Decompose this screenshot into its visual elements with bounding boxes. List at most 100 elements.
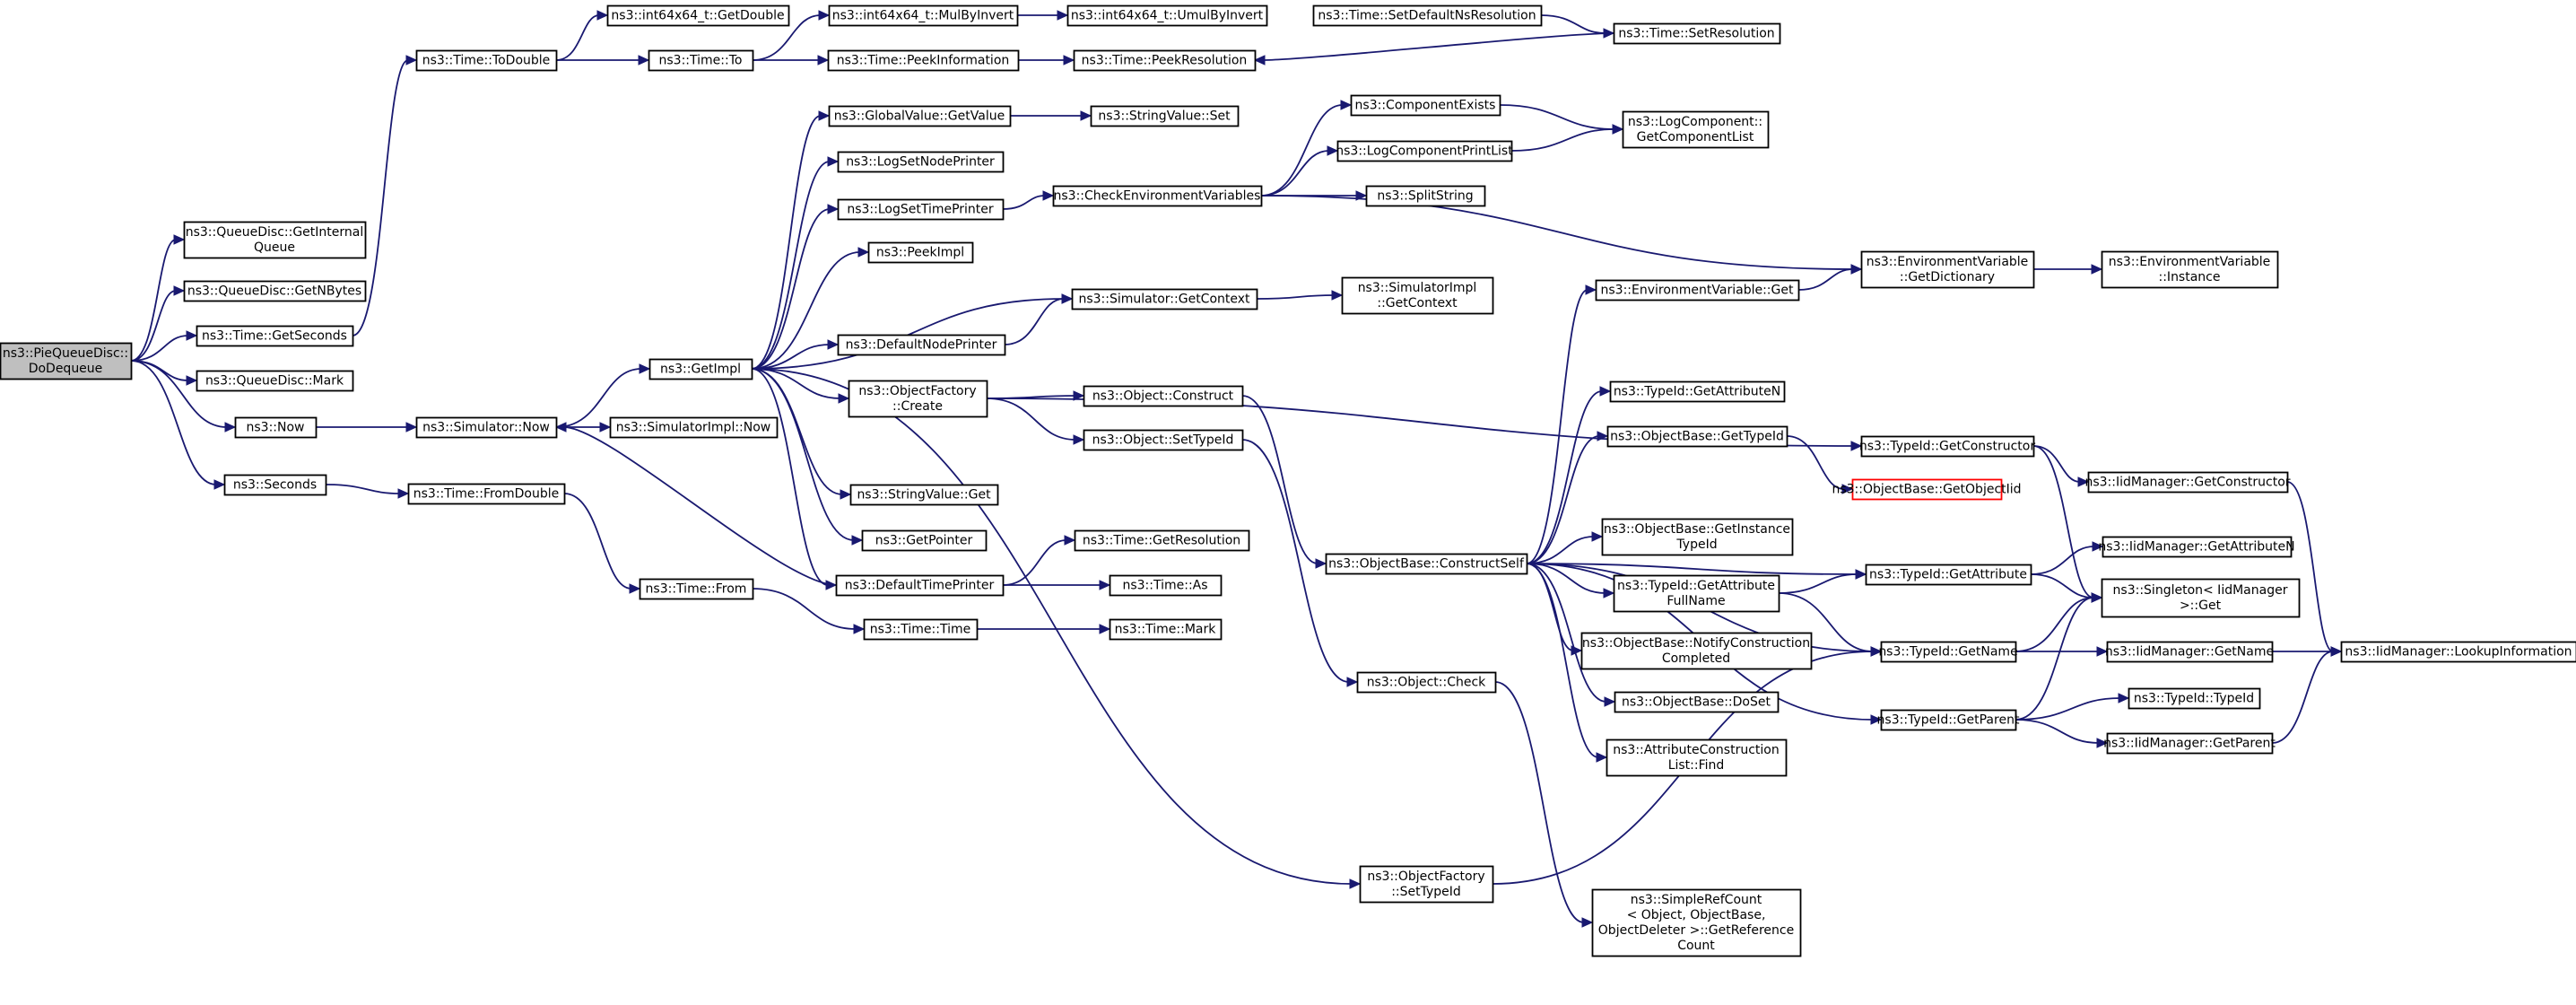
node-box: [1851, 478, 2003, 501]
node-setResolution[interactable]: ns3::Time::SetResolution: [1613, 22, 1781, 45]
node-objectBaseDoSet[interactable]: ns3::ObjectBase::DoSet: [1614, 691, 1780, 713]
node-objectFactorySetTypeId[interactable]: ns3::ObjectFactory::SetTypeId: [1359, 865, 1494, 904]
node-peekResolution[interactable]: ns3::Time::PeekResolution: [1073, 49, 1257, 72]
node-peekInformation[interactable]: ns3::Time::PeekInformation: [827, 49, 1020, 72]
edge-mulByInvert-to-umulByInvert: [1017, 10, 1069, 21]
node-typeIdGetAttributeN[interactable]: ns3::TypeId::GetAttributeN: [1609, 380, 1786, 403]
node-objectConstruct[interactable]: ns3::Object::Construct: [1083, 385, 1244, 407]
node-box: [1336, 140, 1513, 162]
node-mulByInvert[interactable]: ns3::int64x64_t::MulByInvert: [828, 4, 1019, 27]
node-qdMark[interactable]: ns3::QueueDisc::Mark: [196, 370, 354, 392]
node-objectSetTypeId[interactable]: ns3::Object::SetTypeId: [1083, 429, 1244, 451]
node-splitString[interactable]: ns3::SplitString: [1365, 185, 1486, 207]
node-typeIdTypeId[interactable]: ns3::TypeId::TypeId: [2128, 687, 2261, 710]
node-defaultTimePrinter[interactable]: ns3::DefaultTimePrinter: [835, 574, 1005, 597]
node-stringValueSet[interactable]: ns3::StringValue::Set: [1090, 105, 1240, 127]
node-label: ns3::LogSetTimePrinter: [847, 203, 994, 217]
node-setDefaultNsRes[interactable]: ns3::Time::SetDefaultNsResolution: [1312, 4, 1543, 27]
node-logComponentPrintList[interactable]: ns3::LogComponentPrintList: [1336, 140, 1513, 162]
node-singletonGet[interactable]: ns3::Singleton< IidManager>::Get: [2101, 578, 2301, 618]
node-envVarInstance[interactable]: ns3::EnvironmentVariable::Instance: [2101, 250, 2279, 289]
node-int64GetDouble[interactable]: ns3::int64x64_t::GetDouble: [606, 4, 790, 27]
node-objectCheck[interactable]: ns3::Object::Check: [1356, 671, 1497, 694]
node-globalValueGetValue[interactable]: ns3::GlobalValue::GetValue: [828, 105, 1012, 127]
node-simImplGetContext[interactable]: ns3::SimulatorImpl::GetContext: [1341, 276, 1494, 315]
node-simImplNow[interactable]: ns3::SimulatorImpl::Now: [609, 416, 779, 439]
node-timeGetResolution[interactable]: ns3::Time::GetResolution: [1074, 529, 1250, 552]
node-getPointer[interactable]: ns3::GetPointer: [861, 529, 988, 552]
node-typeIdGetName[interactable]: ns3::TypeId::GetName: [1878, 641, 2018, 663]
node-simulatorNow[interactable]: ns3::Simulator::Now: [415, 416, 558, 439]
node-label: DoDequeue: [29, 362, 103, 376]
node-getImpl[interactable]: ns3::GetImpl: [648, 358, 753, 380]
node-root[interactable]: ns3::PieQueueDisc::DoDequeue: [0, 342, 133, 380]
node-iidGetConstructor[interactable]: ns3::IidManager::GetConstructor: [2084, 471, 2291, 494]
node-layer: ns3::PieQueueDisc::DoDequeuens3::QueueDi…: [0, 4, 2576, 957]
node-timeTo[interactable]: ns3::Time::To: [648, 49, 754, 72]
node-getNBytes[interactable]: ns3::QueueDisc::GetNBytes: [183, 280, 367, 302]
edge-timeFromDouble-to-timeFrom: [563, 493, 641, 594]
node-box: [415, 416, 558, 439]
node-iidGetAttributeN[interactable]: ns3::IidManager::GetAttributeN: [2098, 536, 2295, 558]
node-label: ns3::GetPointer: [875, 534, 973, 548]
node-label: ns3::Time::SetDefaultNsResolution: [1318, 9, 1536, 23]
node-iidGetName[interactable]: ns3::IidManager::GetName: [2105, 641, 2274, 663]
node-stringValueGet[interactable]: ns3::StringValue::Get: [849, 484, 999, 506]
node-logSetNodePrinter[interactable]: ns3::LogSetNodePrinter: [837, 151, 1005, 173]
node-toDouble[interactable]: ns3::Time::ToDouble: [415, 49, 558, 72]
node-defaultNodePrinter[interactable]: ns3::DefaultNodePrinter: [837, 334, 1006, 356]
node-label: ns3::StringValue::Get: [857, 488, 991, 502]
node-peekImpl[interactable]: ns3::PeekImpl: [867, 241, 974, 264]
node-objectFactoryCreate[interactable]: ns3::ObjectFactory::Create: [848, 380, 988, 418]
node-box: [835, 574, 1005, 597]
node-typeIdGetParent[interactable]: ns3::TypeId::GetParent: [1877, 709, 2020, 731]
node-lookupInformation[interactable]: ns3::IidManager::LookupInformation: [2340, 641, 2576, 663]
edge-root-to-getInternalQueue: [130, 234, 186, 362]
edge-layer: [130, 10, 2343, 928]
node-logComponentGetList[interactable]: ns3::LogComponent::GetComponentList: [1622, 110, 1770, 149]
node-typeIdGetAttribute[interactable]: ns3::TypeId::GetAttribute: [1865, 564, 2032, 586]
node-box: [1090, 105, 1240, 127]
node-timeFrom[interactable]: ns3::Time::From: [639, 578, 754, 600]
node-box: [1083, 429, 1244, 451]
node-checkEnvVars[interactable]: ns3::CheckEnvironmentVariables: [1052, 185, 1263, 207]
node-constructSelf[interactable]: ns3::ObjectBase::ConstructSelf: [1325, 553, 1528, 575]
node-now[interactable]: ns3::Now: [234, 416, 318, 439]
node-timeFromDouble[interactable]: ns3::Time::FromDouble: [407, 483, 566, 505]
node-typeIdGetConstructor[interactable]: ns3::TypeId::GetConstructor: [1859, 435, 2035, 458]
node-timeAs[interactable]: ns3::Time::As: [1109, 574, 1223, 597]
node-getReferenceCount[interactable]: ns3::SimpleRefCount< Object, ObjectBase,…: [1591, 888, 1802, 957]
node-objectBaseGetTypeId[interactable]: ns3::ObjectBase::GetTypeId: [1606, 425, 1788, 448]
node-envVarGet[interactable]: ns3::EnvironmentVariable::Get: [1595, 279, 1800, 302]
node-label: >::Get: [2180, 599, 2222, 613]
node-label: ns3::QueueDisc::GetInternal: [186, 225, 364, 240]
node-label: ns3::EnvironmentVariable::Get: [1601, 284, 1794, 298]
node-seconds[interactable]: ns3::Seconds: [223, 474, 327, 496]
node-label: ns3::QueueDisc::GetNBytes: [187, 284, 361, 299]
node-label: ns3::Time::From: [646, 582, 747, 597]
node-box: [2101, 578, 2301, 618]
node-iidGetParent[interactable]: ns3::IidManager::GetParent: [2103, 732, 2276, 755]
node-label: ns3::ObjectFactory: [1367, 870, 1484, 884]
node-timeTime[interactable]: ns3::Time::Time: [863, 618, 979, 641]
edge-defaultTimePrinter-to-timeAs: [1003, 580, 1111, 590]
node-timeMark[interactable]: ns3::Time::Mark: [1109, 618, 1223, 641]
node-logSetTimePrinter[interactable]: ns3::LogSetTimePrinter: [837, 198, 1005, 221]
node-envVarGetDictionary[interactable]: ns3::EnvironmentVariable::GetDictionary: [1860, 250, 2035, 289]
node-timeGetSeconds[interactable]: ns3::Time::GetSeconds: [196, 325, 354, 347]
node-componentExists[interactable]: ns3::ComponentExists: [1350, 94, 1501, 117]
node-simGetContext[interactable]: ns3::Simulator::GetContext: [1071, 288, 1258, 310]
node-objectBaseGetObjectIid[interactable]: ns3::ObjectBase::GetObjectIid: [1832, 478, 2022, 501]
node-label: ns3::IidManager::GetConstructor: [2084, 476, 2290, 490]
node-label: ns3::ObjectBase::NotifyConstruction: [1582, 636, 1810, 651]
node-umulByInvert[interactable]: ns3::int64x64_t::UmulByInvert: [1066, 4, 1268, 27]
node-label: ns3::TypeId::GetConstructor: [1859, 440, 2035, 454]
node-box: [827, 49, 1020, 72]
node-box: [1074, 529, 1250, 552]
node-box: [849, 484, 999, 506]
node-notifyConstruction[interactable]: ns3::ObjectBase::NotifyConstructionCompl…: [1580, 632, 1813, 670]
